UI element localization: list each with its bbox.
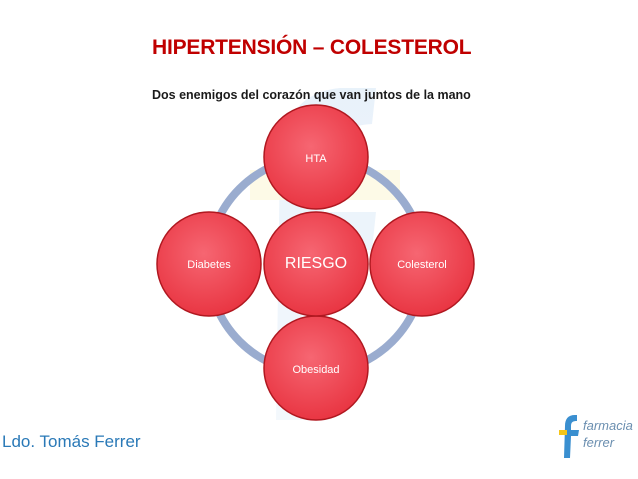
node-colesterol-circle bbox=[369, 211, 475, 317]
slide-title: HIPERTENSIÓN – COLESTEROL bbox=[152, 36, 472, 59]
node-hta-label: HTA bbox=[305, 153, 327, 165]
center-riesgo-circle bbox=[263, 211, 369, 317]
logo-text-ferrer: ferrer bbox=[583, 435, 615, 450]
node-hta-circle bbox=[263, 104, 369, 210]
node-obesidad-label: Obesidad bbox=[292, 364, 340, 376]
slide-subtitle: Dos enemigos del corazón que van juntos … bbox=[152, 88, 471, 102]
node-colesterol-label: Colesterol bbox=[397, 259, 447, 271]
node-diabetes-label: Diabetes bbox=[187, 259, 231, 271]
node-diabetes-circle bbox=[156, 211, 262, 317]
logo-text-farmacia: farmacia bbox=[583, 418, 633, 433]
farmacia-ferrer-logo: farmacia ferrer bbox=[555, 412, 635, 462]
author-name: Ldo. Tomás Ferrer bbox=[2, 432, 141, 451]
center-riesgo-label: RIESGO bbox=[284, 255, 348, 272]
farmacia-ferrer-logo-icon bbox=[559, 415, 579, 458]
